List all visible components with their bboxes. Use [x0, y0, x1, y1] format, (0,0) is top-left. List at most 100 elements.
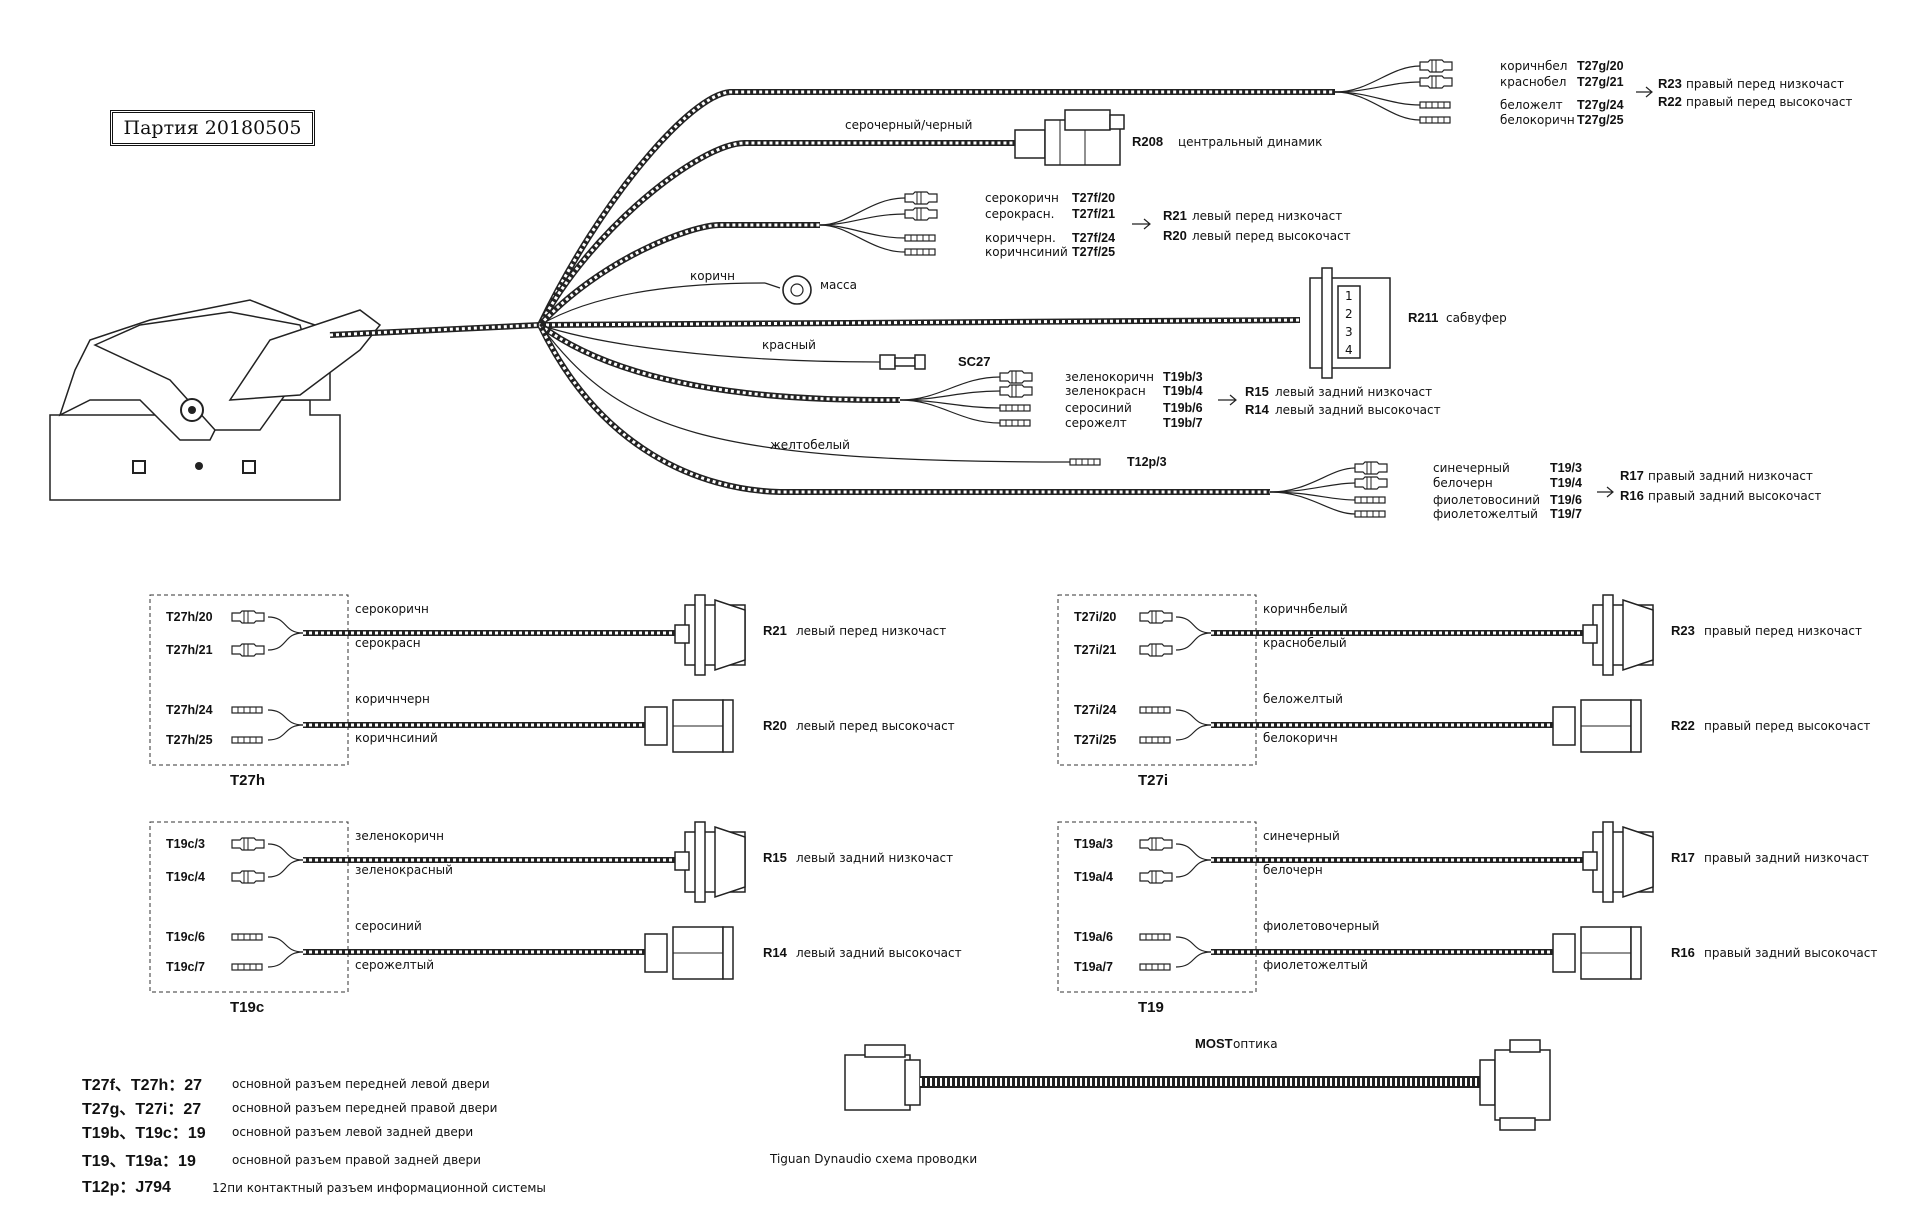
r15-code-3: T19b/6: [1163, 401, 1203, 415]
speaker-ref: R21: [763, 623, 787, 638]
r14-ref: R14: [1245, 402, 1270, 417]
ground-wire: коричн: [690, 269, 735, 283]
r211-desc: сабвуфер: [1446, 311, 1507, 325]
pin-label: T19a/6: [1074, 930, 1113, 944]
branch-bundles: [537, 89, 1335, 495]
wire-color-label: серокрасн: [355, 636, 421, 650]
wire-color-label: серосиний: [355, 919, 422, 933]
r208-desc: центральный динамик: [1178, 135, 1322, 149]
panel-title: T19c: [230, 999, 264, 1016]
t12p-wire: желтобелый: [770, 438, 850, 452]
speaker-ref: R22: [1671, 718, 1695, 733]
sc27-wire: красный: [762, 338, 816, 352]
t12p-code: T12p/3: [1127, 455, 1167, 469]
legend-code-1: T27f、T27h：27: [82, 1077, 202, 1094]
wire-color-label: зеленокрасный: [355, 863, 453, 877]
wire-color-label: зеленокоричн: [355, 829, 444, 843]
pin-label: T19a/4: [1074, 870, 1113, 884]
r21-ref: R21: [1163, 208, 1187, 223]
r17-code-2: T19/4: [1550, 476, 1582, 490]
r21-branch: серокоричн серокрасн. кориччерн. коричнс…: [819, 191, 1351, 259]
r208-wire: серочерный/черный: [845, 118, 972, 132]
r23-wire-4: белокоричн: [1500, 113, 1575, 127]
pin-label: T27i/25: [1074, 733, 1116, 747]
panel-title: T19: [1138, 999, 1164, 1016]
speaker-ref: R15: [763, 850, 787, 865]
r23-ref: R23: [1658, 76, 1682, 91]
r208-branch: серочерный/черный R208 центральный динам…: [845, 109, 1322, 166]
legend-code-3: T19b、T19c：19: [82, 1125, 206, 1142]
pin-label: T19a/7: [1074, 960, 1113, 974]
pin-label: T27h/25: [166, 733, 213, 747]
pin-label: T19a/3: [1074, 837, 1113, 851]
batch-label: Партия 20180505: [110, 110, 315, 146]
svg-text:4: 4: [1345, 343, 1353, 357]
r23-code-2: T27g/21: [1577, 75, 1624, 89]
r22-ref: R22: [1658, 94, 1682, 109]
legend-desc-2: основной разъем передней правой двери: [232, 1101, 497, 1115]
r17-code-1: T19/3: [1550, 461, 1582, 475]
speaker-desc: правый перед высокочаст: [1704, 719, 1870, 733]
r17-wire-2: белочерн: [1433, 476, 1493, 490]
r15-wire-3: серосиний: [1065, 401, 1132, 415]
speaker-ref: R17: [1671, 850, 1695, 865]
wire-color-label: белокоричн: [1263, 731, 1338, 745]
sc27-ref: SC27: [958, 354, 991, 369]
legend-code-4: T19、T19a：19: [82, 1153, 196, 1170]
speaker-ref: R23: [1671, 623, 1695, 638]
pin-label: T27i/20: [1074, 610, 1116, 624]
r23-desc: правый перед низкочаст: [1686, 77, 1844, 91]
legend-code-2: T27g、T27i：27: [82, 1101, 201, 1118]
r17-wire-1: синечерный: [1433, 461, 1510, 475]
speaker-desc: левый перед низкочаст: [796, 624, 946, 638]
legend-desc-1: основной разъем передней левой двери: [232, 1077, 490, 1091]
legend-desc-4: основной разъем правой задней двери: [232, 1153, 481, 1167]
door-panel-t27h: T27h/20T27h/21T27h/24T27h/25серокоричнсе…: [149, 594, 955, 789]
door-module-drawing: [49, 299, 382, 501]
r21-code-3: T27f/24: [1072, 231, 1115, 245]
r17-desc: правый задний низкочаст: [1648, 469, 1813, 483]
pin-label: T27h/24: [166, 703, 213, 717]
speaker-desc: правый задний низкочаст: [1704, 851, 1869, 865]
t12p-branch: желтобелый T12p/3: [770, 438, 1167, 469]
wire-color-label: серокоричн: [355, 602, 429, 616]
r15-branch: зеленокоричн зеленокрасн серосиний серож…: [899, 370, 1441, 430]
speaker-desc: правый перед низкочаст: [1704, 624, 1862, 638]
legend-desc-3: основной разъем левой задней двери: [232, 1125, 473, 1139]
wire-color-label: беложелтый: [1263, 692, 1343, 706]
speaker-desc: левый задний низкочаст: [796, 851, 953, 865]
r17-wire-4: фиолетожелтый: [1433, 507, 1538, 521]
r23-code-4: T27g/25: [1577, 113, 1624, 127]
r17-code-4: T19/7: [1550, 507, 1582, 521]
legend-desc-5: 12пи контактный разъем информационной си…: [212, 1181, 546, 1195]
ground-branch: коричн масса: [690, 269, 857, 305]
wire-color-label: синечерный: [1263, 829, 1340, 843]
door-panel-t19c: T19c/3T19c/4T19c/6T19c/7зеленокоричнзеле…: [149, 821, 962, 1016]
r16-ref: R16: [1620, 488, 1644, 503]
r23-wire-1: коричнбел: [1500, 59, 1567, 73]
pin-label: T27i/24: [1074, 703, 1116, 717]
pin-label: T19c/6: [166, 930, 205, 944]
wire-color-label: коричнчерн: [355, 692, 430, 706]
pin-label: T19c/4: [166, 870, 205, 884]
pin-label: T19c/3: [166, 837, 205, 851]
r15-code-4: T19b/7: [1163, 416, 1203, 430]
r15-ref: R15: [1245, 384, 1269, 399]
wire-color-label: коричнбелый: [1263, 602, 1348, 616]
pin-label: T27h/21: [166, 643, 213, 657]
panel-title: T27h: [230, 772, 265, 789]
r14-desc: левый задний высокочаст: [1275, 403, 1441, 417]
r21-desc: левый перед низкочаст: [1192, 209, 1342, 223]
r23-wire-3: беложелт: [1500, 98, 1563, 112]
wire-color-label: коричнсиний: [355, 731, 438, 745]
svg-text:2: 2: [1345, 307, 1353, 321]
r23-branch: коричнбел краснобел беложелт белокоричн …: [1334, 59, 1852, 127]
r17-wire-3: фиолетовосиний: [1433, 493, 1540, 507]
panel-title: T27i: [1138, 772, 1168, 789]
wire-color-label: белочерн: [1263, 863, 1323, 877]
svg-text:1: 1: [1345, 289, 1353, 303]
r16-desc: правый задний высокочаст: [1648, 489, 1821, 503]
r17-code-3: T19/6: [1550, 493, 1582, 507]
most-label: MOST: [1195, 1036, 1233, 1051]
